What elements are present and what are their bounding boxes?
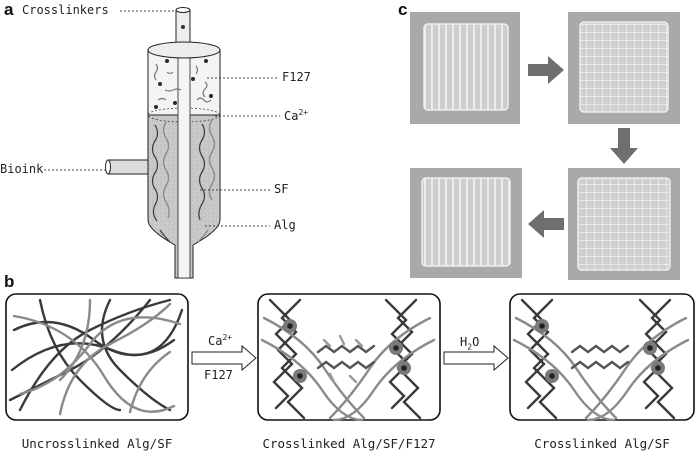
bioink-strands xyxy=(151,119,216,243)
panel-c-photo-area xyxy=(410,0,700,286)
label-crosslinkers: Crosslinkers xyxy=(22,3,109,17)
arrow1-bottom-label: F127 xyxy=(204,368,233,382)
arrow-crosslink xyxy=(191,344,257,372)
arrow-right xyxy=(528,56,564,84)
f127-strands xyxy=(153,63,212,103)
caption-crosslinked: Crosslinked Alg/SF xyxy=(534,436,670,451)
photo-step-4 xyxy=(410,168,522,278)
arrow2-top-label: H2O xyxy=(460,335,480,352)
arrow-water xyxy=(443,344,509,372)
network-box-crosslinked xyxy=(509,293,695,422)
calcium-ions xyxy=(154,59,213,109)
caption-uncrosslinked: Uncrosslinked Alg/SF xyxy=(21,436,173,451)
label-f127: F127 xyxy=(282,70,311,84)
label-bioink: Bioink xyxy=(0,162,44,176)
calcium-nodes xyxy=(283,319,411,383)
photo-step-1 xyxy=(410,12,520,124)
leader-lines xyxy=(44,10,280,227)
arrow1-top-label: Ca2+ xyxy=(208,333,233,348)
panel-letter-c: c xyxy=(398,0,408,19)
panel-letter-a: a xyxy=(4,0,14,19)
network-box-uncrosslinked xyxy=(5,293,189,421)
caption-crosslinked-f127: Crosslinked Alg/SF/F127 xyxy=(262,436,436,451)
photo-step-2 xyxy=(568,12,680,124)
core-tube xyxy=(177,57,191,279)
panel-letter-b: b xyxy=(4,272,15,291)
label-alg: Alg xyxy=(274,218,296,232)
calcium-nodes-final xyxy=(535,319,665,383)
label-sf: SF xyxy=(274,182,289,196)
photo-arrows xyxy=(528,56,638,238)
label-ca: Ca2+ xyxy=(284,108,309,123)
arrow-down xyxy=(610,128,638,164)
photo-step-3 xyxy=(568,168,680,280)
network-box-crosslinked-f127 xyxy=(257,293,441,422)
arrow-left xyxy=(528,210,564,238)
